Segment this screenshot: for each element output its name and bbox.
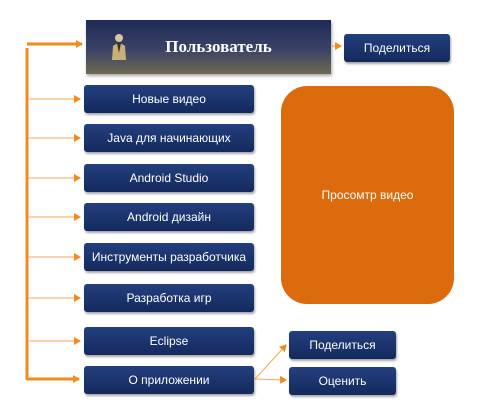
- menu-item-dev-tools[interactable]: Инструменты разработчика: [84, 243, 254, 271]
- video-view-panel: Просомтр видео: [281, 86, 454, 304]
- menu-item-eclipse[interactable]: Eclipse: [84, 327, 254, 355]
- menu-item-new-videos[interactable]: Новые видео: [84, 85, 254, 113]
- arrow-about-share: [254, 344, 287, 380]
- about-share-button[interactable]: Поделиться: [289, 331, 396, 359]
- user-header: Пользователь: [86, 20, 331, 74]
- menu-item-android-studio[interactable]: Android Studio: [84, 164, 254, 192]
- menu-item-about[interactable]: О приложении: [84, 366, 254, 394]
- arrow-about-rate: [254, 375, 287, 384]
- menu-item-game-dev[interactable]: Разработка игр: [84, 284, 254, 312]
- menu-item-android-design[interactable]: Android дизайн: [84, 203, 254, 231]
- user-icon: [112, 34, 126, 60]
- share-top-button[interactable]: Поделиться: [344, 34, 450, 62]
- header-title: Пользователь: [165, 37, 272, 56]
- menu-item-java[interactable]: Java для начинающих: [84, 124, 254, 152]
- about-rate-button[interactable]: Оценить: [289, 367, 396, 395]
